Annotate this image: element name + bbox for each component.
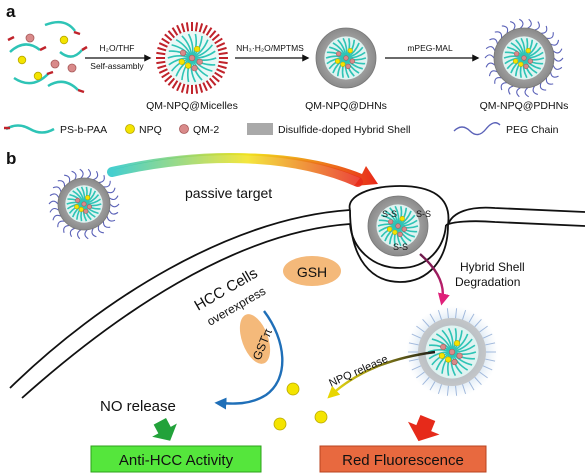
anti-hcc-box bbox=[90, 445, 262, 473]
legend-qm2-label: QM-2 bbox=[193, 124, 219, 136]
degradation-label-line1: Hybrid Shell bbox=[460, 260, 525, 274]
legend-qm2-swatch bbox=[179, 124, 189, 134]
legend: PS-b-PAA NPQ QM-2 Disulfide-doped Hybrid… bbox=[4, 122, 559, 136]
structure-label-dhns: QM-NPQ@DHNs bbox=[305, 100, 387, 112]
structure-label-micelles: QM-NPQ@Micelles bbox=[146, 100, 238, 112]
step1-reagent-top: H₂O/THF bbox=[100, 43, 135, 53]
anti-hcc-label: Anti-HCC Activity bbox=[119, 452, 234, 469]
step1-reagent-bottom: Self-assambly bbox=[90, 61, 144, 71]
legend-peg-swatch bbox=[453, 122, 501, 136]
legend-shell-label: Disulfide-doped Hybrid Shell bbox=[278, 124, 411, 136]
legend-polymer-swatch bbox=[5, 124, 55, 134]
npq-dot-3 bbox=[314, 410, 328, 424]
micelle-particle bbox=[156, 22, 228, 94]
circulating-particle bbox=[48, 168, 120, 240]
passive-target-label: passive target bbox=[185, 185, 272, 201]
no-release-label: NO release bbox=[100, 398, 176, 415]
green-down-arrow bbox=[152, 418, 177, 441]
passive-target-arrow bbox=[112, 153, 378, 186]
ss-label-2: S-S bbox=[416, 209, 431, 219]
legend-npq-label: NPQ bbox=[139, 124, 162, 136]
structure-label-pdhns: QM-NPQ@PDHNs bbox=[480, 100, 569, 112]
degraded-particle bbox=[406, 306, 498, 398]
gsh-bubble bbox=[283, 256, 341, 286]
panel-a-label: a bbox=[6, 2, 16, 21]
gsh-label: GSH bbox=[297, 264, 327, 280]
endocytosed-particle bbox=[367, 195, 429, 257]
panel-b-label: b bbox=[6, 149, 16, 168]
free-polymer-chains bbox=[7, 20, 88, 94]
step3-reagent: mPEG-MAL bbox=[407, 43, 453, 53]
npq-release-arrow bbox=[327, 350, 436, 399]
red-fluorescence-box bbox=[319, 445, 487, 473]
legend-peg-label: PEG Chain bbox=[506, 124, 559, 136]
legend-polymer-label: PS-b-PAA bbox=[60, 124, 107, 136]
step2-reagent: NH₃·H₂O/MPTMS bbox=[236, 43, 304, 53]
no-release-arrow bbox=[214, 310, 284, 410]
npq-dot-1 bbox=[286, 382, 300, 396]
dhn-particle bbox=[315, 27, 377, 89]
npq-dot-2 bbox=[273, 417, 287, 431]
pdhn-particle bbox=[484, 18, 564, 98]
ss-label-3: S-S bbox=[393, 242, 408, 252]
red-fluorescence-label: Red Fluorescence bbox=[342, 452, 464, 469]
ss-label-1: S-S bbox=[382, 209, 397, 219]
cell-membrane bbox=[9, 185, 585, 399]
degradation-label-line2: Degradation bbox=[455, 275, 520, 289]
npq-release-label: NPQ release bbox=[327, 353, 389, 390]
degradation-arrow bbox=[419, 253, 450, 306]
red-down-arrow bbox=[407, 414, 440, 442]
legend-npq-swatch bbox=[125, 124, 135, 134]
gst-bubble bbox=[239, 314, 271, 364]
legend-shell-swatch bbox=[247, 123, 273, 135]
